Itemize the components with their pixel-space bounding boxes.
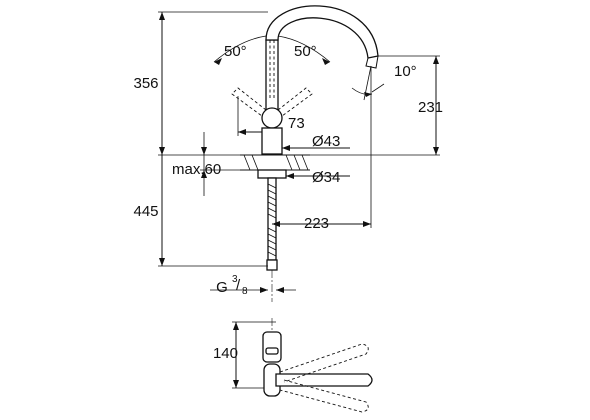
- top-view-width-label: 140: [213, 345, 238, 362]
- faucet-top-view: [262, 318, 373, 413]
- thread-numerator: 3: [232, 274, 238, 285]
- spout-tilt-label: 10°: [394, 63, 417, 80]
- hose-connector: [266, 259, 278, 271]
- max-deck-label: max.60: [172, 161, 221, 178]
- spout-arc: [265, 5, 379, 59]
- thread-denominator: 8: [242, 286, 248, 297]
- faucet-base: [261, 127, 283, 155]
- lever-position-right: [277, 87, 313, 117]
- spout-reach-label: 223: [304, 215, 329, 232]
- angle-right-label: 50°: [294, 43, 317, 60]
- lever-position-left: [231, 87, 267, 117]
- dimension-lines: [158, 11, 440, 389]
- base-diameter-label: Ø43: [312, 133, 340, 150]
- lever-top-dashed: [269, 40, 275, 98]
- top-view-swing-down: [279, 379, 369, 413]
- thread-label: G: [216, 279, 228, 296]
- angle-left-label: 50°: [224, 43, 247, 60]
- counter-deck: [240, 154, 310, 179]
- total-height-label: 356: [133, 75, 158, 92]
- hole-diameter-label: Ø34: [312, 169, 340, 186]
- top-view-lever: [262, 331, 282, 363]
- hose-length-label: 445: [133, 203, 158, 220]
- thread-slash: /: [236, 277, 241, 294]
- lever-offset-label: 73: [288, 115, 305, 132]
- spout-height-label: 231: [418, 99, 443, 116]
- supply-hoses: [266, 177, 278, 302]
- top-view-swing-up: [279, 343, 369, 383]
- lever-housing: [261, 107, 283, 129]
- mounting-nut: [257, 169, 287, 179]
- top-view-spout: [275, 373, 373, 387]
